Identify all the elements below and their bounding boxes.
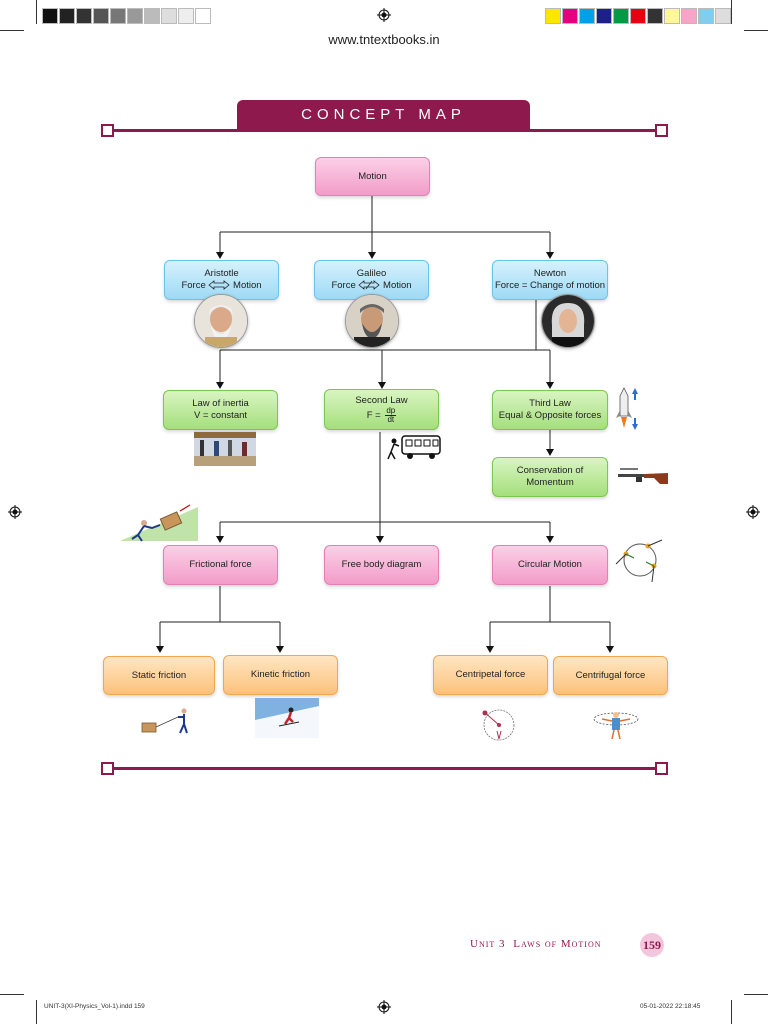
newton-box: Newton Force = Change of motion xyxy=(492,260,608,300)
kinetic-friction-label: Kinetic friction xyxy=(250,669,311,681)
centripetal-orbit-icon xyxy=(482,709,515,741)
galileo-relation: Force Motion xyxy=(331,280,411,292)
concept-map-title: CONCEPT MAP xyxy=(237,100,530,131)
kinetic-friction-box: Kinetic friction xyxy=(223,655,338,695)
pushing-bus-icon xyxy=(387,435,441,460)
centrifugal-force-box: Centrifugal force xyxy=(553,656,668,695)
galileo-motion-label: Motion xyxy=(383,280,412,291)
frame-corner-square xyxy=(655,124,668,137)
conservation-of-momentum-box: Conservation of Momentum xyxy=(492,457,608,497)
pulling-box-icon xyxy=(141,708,188,734)
registration-mark-icon xyxy=(8,505,22,519)
fraction-denominator: dt xyxy=(387,414,395,424)
skier-photo-icon xyxy=(255,698,319,738)
crop-mark xyxy=(731,1000,732,1024)
frictional-force-label: Frictional force xyxy=(189,559,252,571)
aristotle-box: Aristotle Force Motion xyxy=(164,260,279,300)
frame-corner-square xyxy=(655,762,668,775)
galileo-force-label: Force xyxy=(331,280,356,291)
fraction-numerator: dp xyxy=(385,405,397,416)
motion-label: Motion xyxy=(358,170,387,182)
aristotle-motion-label: Motion xyxy=(233,280,262,291)
rocket-icon xyxy=(616,387,638,430)
color-calibration-bar xyxy=(545,8,732,24)
grayscale-calibration-bar xyxy=(42,8,212,24)
crop-mark xyxy=(0,994,24,995)
crop-mark xyxy=(744,30,768,31)
free-body-diagram-box: Free body diagram xyxy=(324,545,439,585)
rifle-recoil-icon xyxy=(618,468,668,484)
page-number-badge: 159 xyxy=(640,933,664,957)
aristotle-relation: Force Motion xyxy=(181,280,261,292)
registration-mark-icon xyxy=(746,505,760,519)
second-law-title: Second Law xyxy=(355,395,408,407)
aristotle-portrait xyxy=(194,294,248,348)
second-law-equation: F = dp dt xyxy=(366,405,397,424)
centrifugal-spinning-person-icon xyxy=(593,712,639,740)
circular-motion-box: Circular Motion xyxy=(492,545,608,585)
third-law-statement: Equal & Opposite forces xyxy=(498,410,602,421)
dp-dt-fraction: dp dt xyxy=(385,405,397,424)
second-law-box: Second Law F = dp dt xyxy=(324,389,439,430)
frictional-force-box: Frictional force xyxy=(163,545,278,585)
concept-map-bottom-rule xyxy=(108,767,661,770)
aristotle-name: Aristotle xyxy=(204,268,239,280)
law-of-inertia-box: Law of inertia V = constant xyxy=(163,390,278,430)
circular-motion-vectors-icon xyxy=(615,539,663,583)
circular-motion-label: Circular Motion xyxy=(518,559,582,571)
crop-mark xyxy=(731,0,732,24)
file-slug: UNIT-3(XI-Physics_Vol-1).indd 159 xyxy=(44,1003,145,1010)
newton-name: Newton xyxy=(533,268,567,280)
crop-mark xyxy=(36,1000,37,1024)
newton-portrait xyxy=(541,294,595,348)
law-of-inertia-title: Law of inertia xyxy=(192,398,249,410)
third-law-title: Third Law xyxy=(529,398,571,410)
crop-mark xyxy=(0,30,24,31)
momentum-line1: Conservation of xyxy=(516,465,584,477)
unit-chapter-label: Unit 3 Laws of Motion xyxy=(470,938,602,950)
third-law-box: Third Law Equal & Opposite forces xyxy=(492,390,608,430)
galileo-portrait xyxy=(345,294,399,348)
static-friction-label: Static friction xyxy=(131,669,187,681)
frame-corner-square xyxy=(101,124,114,137)
centripetal-force-label: Centripetal force xyxy=(455,669,526,681)
aristotle-force-label: Force xyxy=(181,280,206,291)
free-body-diagram-label: Free body diagram xyxy=(341,559,422,571)
unit-label: Unit 3 xyxy=(470,938,506,950)
registration-mark-icon xyxy=(377,8,391,22)
law-of-inertia-equation: V = constant xyxy=(193,410,248,421)
registration-mark-icon xyxy=(377,1000,391,1014)
second-law-lhs: F = xyxy=(366,409,381,421)
bus-passengers-illustration-icon xyxy=(194,430,256,466)
motion-box: Motion xyxy=(315,157,430,196)
site-url: www.tntextbooks.in xyxy=(328,32,440,47)
crop-mark xyxy=(36,0,37,24)
centrifugal-force-label: Centrifugal force xyxy=(575,669,646,681)
incline-push-illustration-icon xyxy=(120,504,198,542)
double-arrow-icon xyxy=(208,280,231,291)
frame-corner-square xyxy=(101,762,114,775)
centripetal-force-box: Centripetal force xyxy=(433,655,548,695)
crossed-double-arrow-icon xyxy=(358,280,381,291)
static-friction-box: Static friction xyxy=(103,656,215,695)
momentum-line2: Momentum xyxy=(526,477,574,488)
timestamp-slug: 05-01-2022 22:18:45 xyxy=(640,1003,701,1010)
chapter-label: Laws of Motion xyxy=(513,938,602,950)
crop-mark xyxy=(744,994,768,995)
newton-statement: Force = Change of motion xyxy=(494,280,606,291)
galileo-name: Galileo xyxy=(356,268,387,280)
